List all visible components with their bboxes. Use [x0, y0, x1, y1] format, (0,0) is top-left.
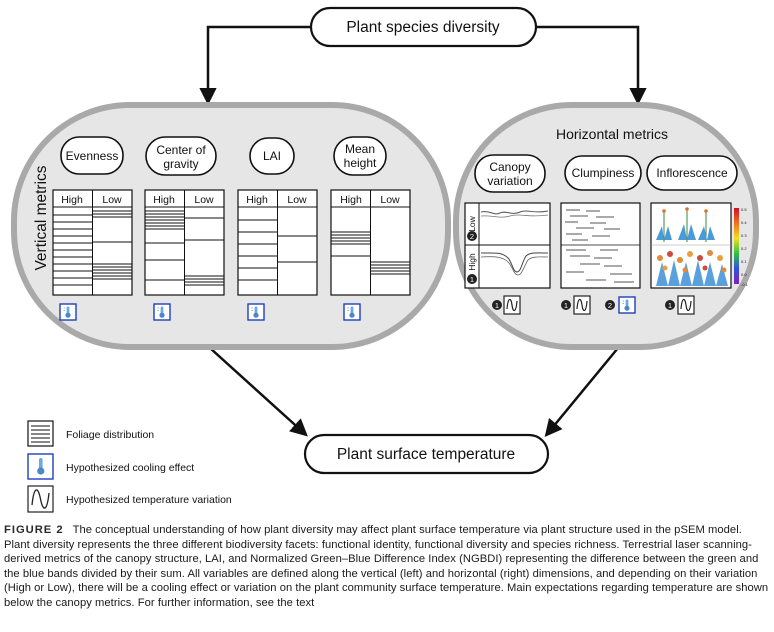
clumpiness-box — [560, 202, 641, 289]
center-of-gravity-low-label: Low — [194, 194, 214, 206]
marker-one-text: 1 — [564, 301, 568, 310]
marker-one-text: 1 — [495, 301, 499, 310]
canopy-high-label: High — [467, 253, 477, 271]
plant-surface-temperature-label: Plant surface temperature — [337, 446, 515, 463]
ngbdi-color-scale: 0.5 0.4 0.3 0.2 0.1 0.0 -0.1 — [734, 207, 749, 287]
metric-clumpiness-label: Clumpiness — [572, 166, 635, 180]
canopy-variation-expectation: 1 — [492, 295, 521, 315]
foliage-lines-icon — [27, 420, 54, 447]
tall-flowers-illustration — [656, 207, 715, 242]
temperature-wave-icon — [27, 485, 54, 513]
ngbdi-tick: 0.3 — [741, 233, 747, 238]
ngbdi-tick: 0.2 — [741, 246, 747, 251]
evenness-high-label: High — [61, 194, 83, 206]
metric-center-of-gravity: Center of gravity — [145, 136, 217, 176]
marker-two-text: 2 — [470, 232, 474, 241]
temperature-wave-icon — [573, 295, 591, 315]
metric-clumpiness: Clumpiness — [564, 155, 642, 191]
ngbdi-tick: 0.4 — [741, 220, 747, 225]
center-of-gravity-high-label: High — [153, 194, 175, 206]
thermometer-cooling-icon — [618, 296, 636, 314]
metric-mean-height-line2: height — [344, 156, 377, 170]
ngbdi-tick: -0.1 — [741, 282, 749, 287]
arrow-top-right — [536, 25, 647, 106]
thermometer-cooling-icon — [59, 303, 77, 321]
horizontal-metrics-title: Horizontal metrics — [556, 126, 668, 142]
temperature-wave-icon — [677, 295, 695, 315]
marker-one-text: 1 — [470, 275, 474, 284]
arrow-vertical-to-temperature — [209, 347, 308, 437]
ngbdi-tick: 0.0 — [741, 272, 747, 277]
metric-lai: LAI — [249, 137, 295, 175]
marker-one — [467, 274, 477, 284]
thermometer-cooling-icon — [247, 303, 265, 321]
metric-mean-height: Mean height — [333, 136, 387, 176]
arrow-top-left — [199, 25, 311, 106]
caption-text: The conceptual understanding of how plan… — [4, 524, 769, 609]
temperature-wave-icon — [503, 295, 521, 315]
plant-surface-temperature-node — [303, 433, 550, 475]
figure-label: FIGURE 2 — [4, 524, 64, 536]
legend: Foliage distribution Hypothesized coolin… — [27, 420, 232, 513]
metric-evenness-label: Evenness — [66, 149, 119, 163]
foliage-box-center-of-gravity: High Low — [144, 189, 225, 296]
canopy-variation-box: 2 Low 1 High — [464, 202, 551, 289]
metric-center-of-gravity-line2: gravity — [163, 157, 198, 171]
metric-evenness: Evenness — [60, 136, 124, 175]
diagram-canvas: Plant species diversity Plant surface te… — [11, 6, 759, 513]
metric-canopy-variation-line1: Canopy — [489, 160, 530, 174]
legend-variation-label: Hypothesized temperature variation — [66, 494, 232, 506]
marker-two — [467, 231, 477, 241]
inflorescence-expectation: 1 — [665, 295, 695, 315]
legend-foliage-label: Foliage distribution — [66, 429, 154, 441]
metric-canopy-variation: Canopy variation — [474, 154, 546, 193]
metric-mean-height-line1: Mean — [345, 142, 375, 156]
foliage-box-evenness: High Low — [52, 189, 133, 296]
mean-height-high-label: High — [340, 194, 362, 206]
plant-species-diversity-label: Plant species diversity — [346, 19, 500, 36]
marker-one-text: 1 — [668, 301, 672, 310]
foliage-box-mean-height: High Low — [330, 189, 411, 296]
thermometer-cooling-icon — [153, 303, 171, 321]
metric-center-of-gravity-line1: Center of — [156, 143, 206, 157]
metric-inflorescence-label: Inflorescence — [656, 166, 728, 180]
inflorescence-box — [650, 202, 732, 289]
evenness-low-label: Low — [102, 194, 122, 206]
metric-lai-label: LAI — [263, 149, 281, 163]
clumpiness-expectation: 1 2 — [561, 295, 636, 315]
lai-low-label: Low — [287, 194, 307, 206]
ngbdi-tick: 0.1 — [741, 259, 747, 264]
thermometer-cooling-icon — [343, 303, 361, 321]
arrow-horizontal-to-temperature — [544, 347, 619, 438]
legend-cooling-label: Hypothesized cooling effect — [66, 462, 194, 474]
ngbdi-tick: 0.5 — [741, 207, 747, 212]
metric-canopy-variation-line2: variation — [487, 174, 532, 188]
metric-inflorescence: Inflorescence — [646, 155, 738, 191]
canopy-low-label: Low — [467, 215, 477, 231]
thermometer-cooling-icon — [27, 453, 54, 480]
lai-high-label: High — [246, 194, 268, 206]
mean-height-low-label: Low — [380, 194, 400, 206]
marker-two-text: 2 — [608, 301, 612, 310]
figure-caption: FIGURE 2 The conceptual understanding of… — [4, 523, 770, 611]
short-flowers-illustration — [656, 250, 728, 286]
vertical-metrics-label: Vertical metrics — [33, 165, 50, 270]
foliage-box-lai: High Low — [237, 189, 318, 296]
